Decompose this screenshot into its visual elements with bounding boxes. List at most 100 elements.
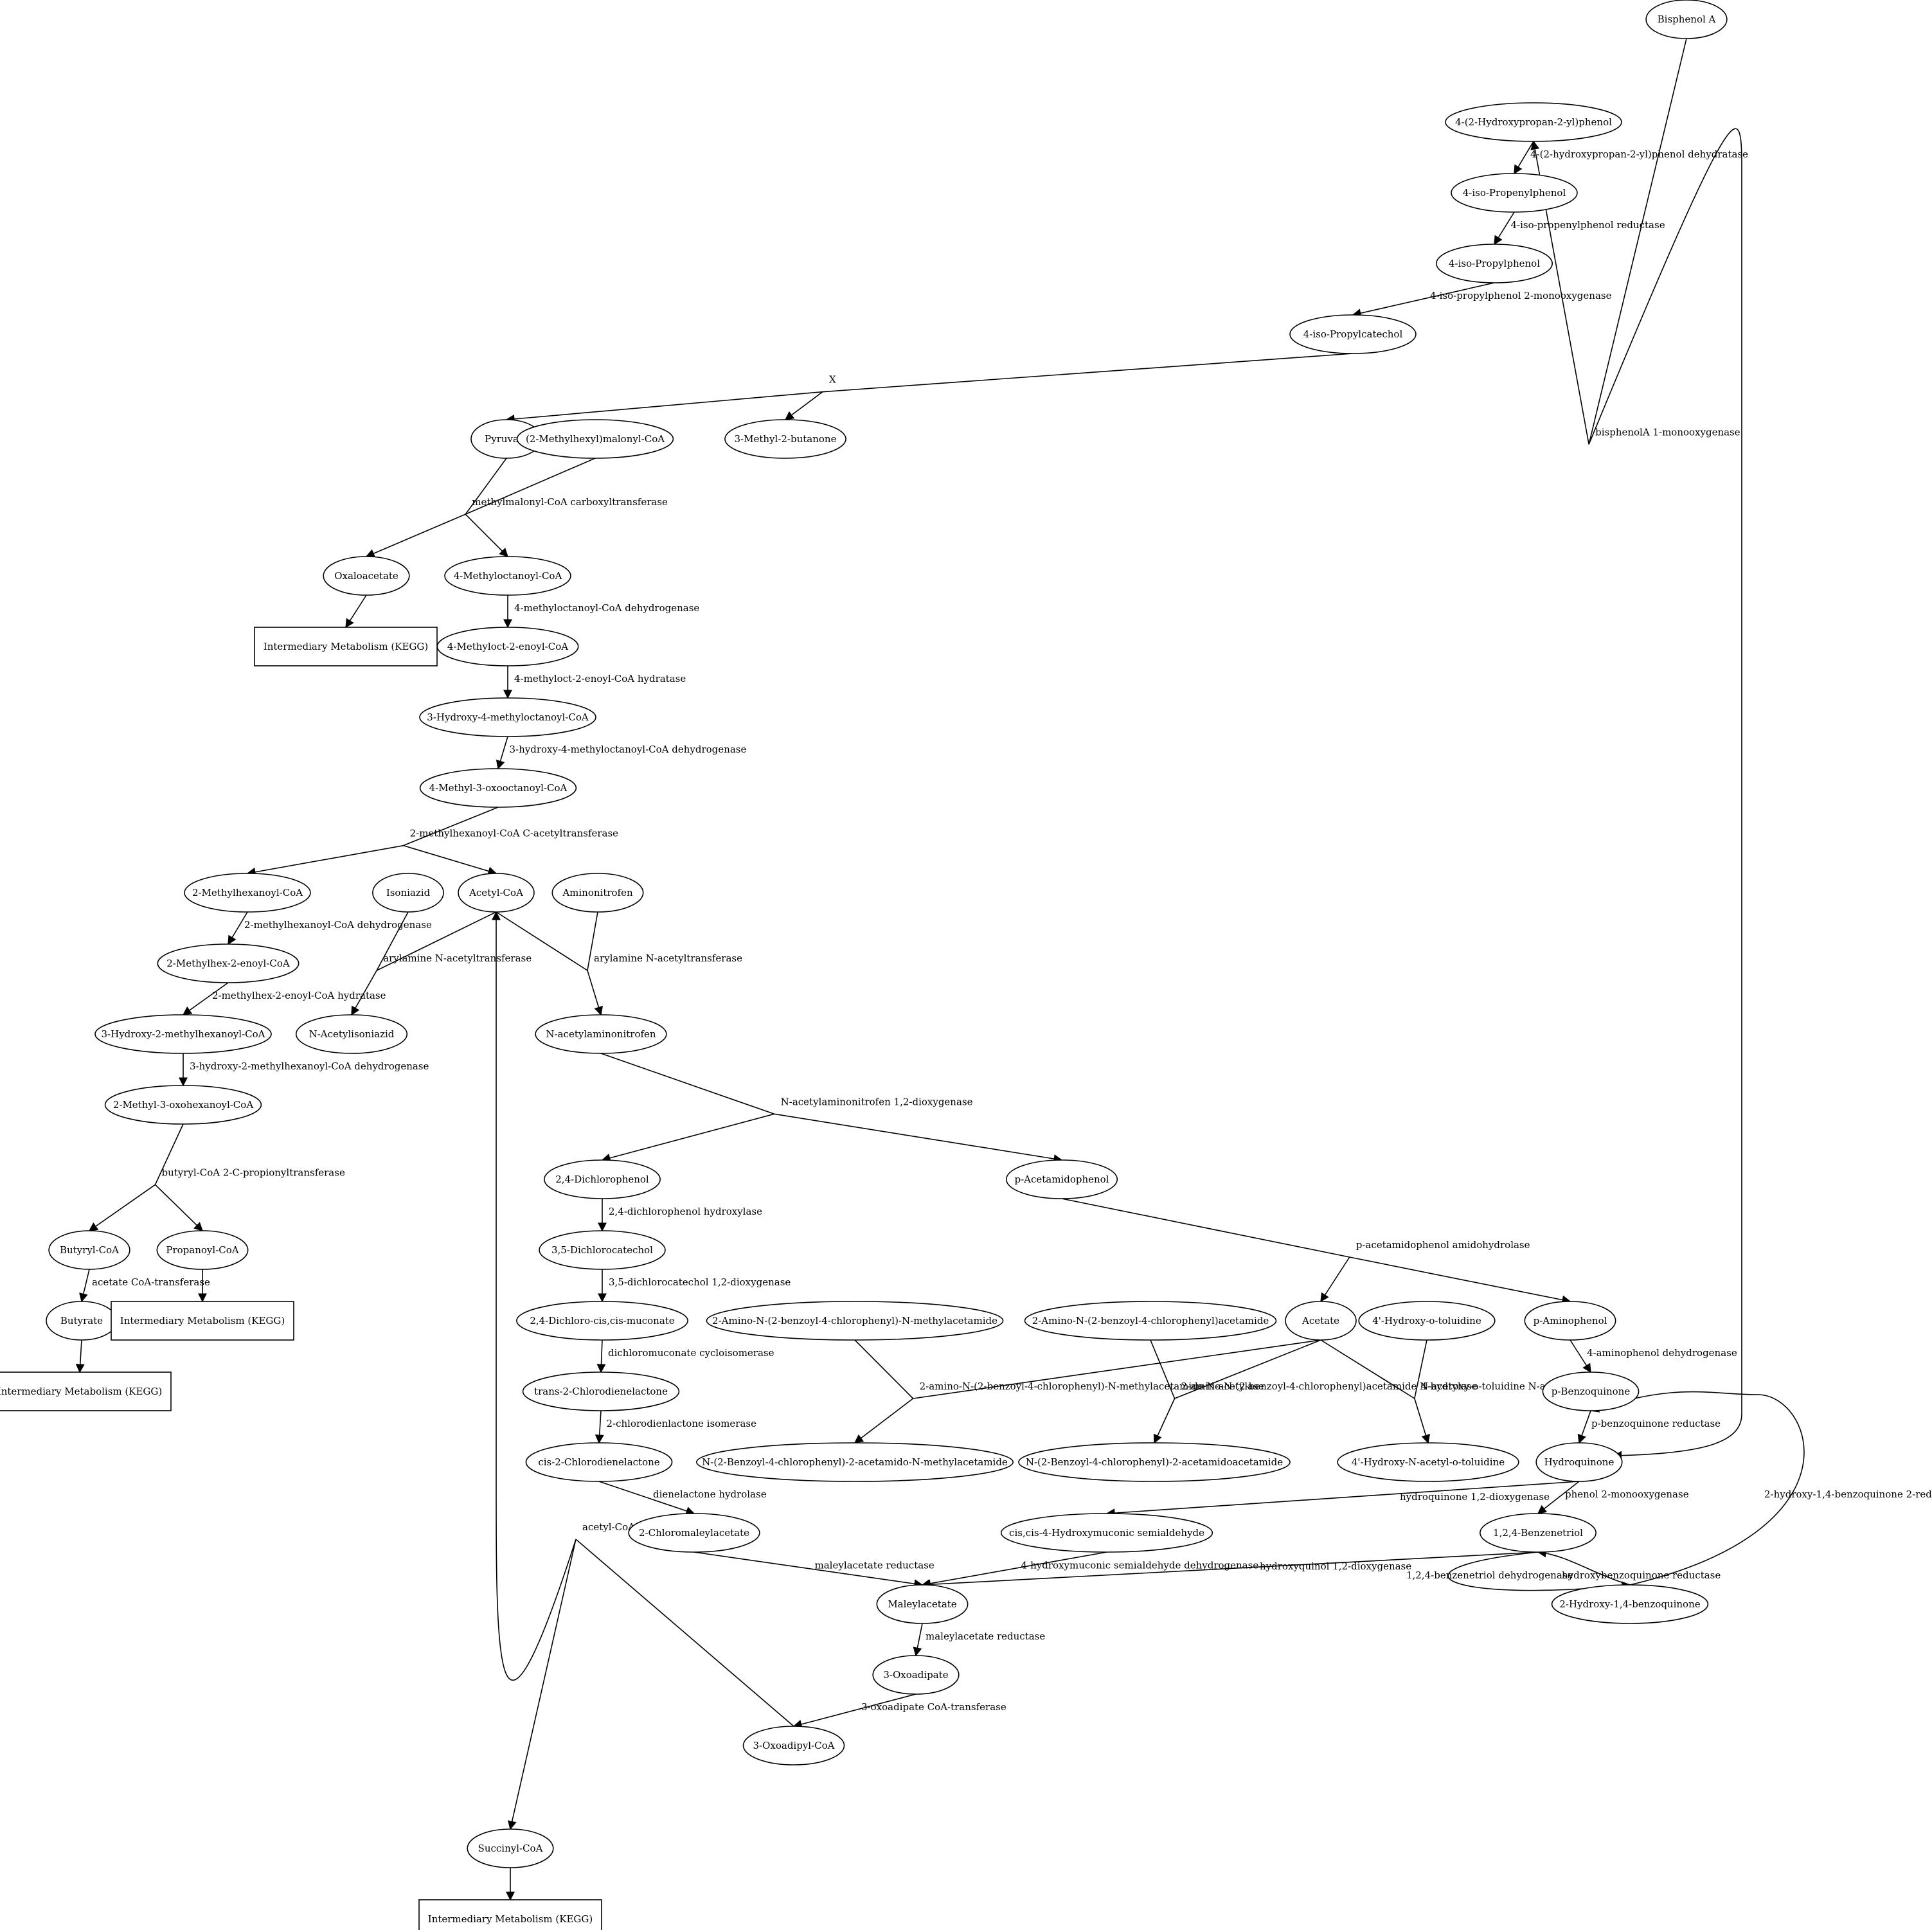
node-label: Hydroquinone [1544,1456,1614,1468]
node-shape [295,1014,408,1054]
node-label: 4-Methyloctanoyl-CoA [454,570,562,582]
node-shape [1337,1442,1519,1482]
node-label: p-Acetamidophenol [1014,1174,1109,1185]
node-label: 1,2,4-Benzenetriol [1493,1527,1583,1539]
edge-line [921,1551,1107,1588]
node-label: 2-Chloromaleylacetate [639,1527,749,1539]
edge-line [496,736,508,770]
edge: 2,4-dichlorophenol hydroxylase [598,1199,762,1232]
edge: 2-methylhexanoyl-CoA C-acetyltransferase [246,807,618,877]
node-label: 4-Methyl-3-oxooctanoyl-CoA [429,782,568,794]
edge: 2-methylhexanoyl-CoA dehydrogenase [228,911,432,945]
node-label: 2-Methylhexanoyl-CoA [192,887,303,898]
node-shape [706,1301,1004,1341]
node-label: p-Aminophenol [1534,1315,1607,1327]
node-label: N-(2-Benzoyl-4-chlorophenyl)-2-acetamido… [702,1456,1008,1468]
edge-line [376,911,409,971]
edge-line [1414,1339,1427,1399]
edge-line [1588,128,1742,1460]
edge-label: acetate CoA-transferase [92,1276,210,1288]
node-label: (2-Methylhexyl)malonyl-CoA [526,433,665,445]
node-mxh: 2-Methyl-3-oxohexanoyl-CoA [104,1085,262,1125]
edge-line [345,594,367,629]
node-shape [1445,102,1622,142]
node-oxa: Oxaloacetate [323,556,410,596]
edge: X [505,353,1354,424]
node-hmh: 3-Hydroxy-2-methylhexanoyl-CoA [94,1014,272,1054]
node-kegg4: Intermediary Metabolism (KEGG) [418,1899,602,1930]
node-tcd: trans-2-Chlorodienelactone [522,1372,680,1411]
node-shape [1018,1442,1291,1482]
node-label: cis,cis-4-Hydroxymuconic semialdehyde [1009,1527,1204,1539]
node-shape [254,627,438,666]
node-nai: N-Acetylisoniazid [295,1014,408,1054]
node-label: 3-Hydroxy-4-methyloctanoyl-CoA [427,711,589,723]
edge-label: 4-iso-propenylphenol reductase [1511,219,1665,231]
node-mhe: 2-Methylhex-2-enoyl-CoA [157,943,300,983]
node-shape [724,419,846,459]
edge [75,1339,85,1373]
edge: 4-hydroxymuconic semialdehyde dehydrogen… [921,1551,1258,1588]
node-pbq: p-Benzoquinone [1542,1372,1640,1411]
node-label: Intermediary Metabolism (KEGG) [428,1913,593,1925]
node-shape [1005,1159,1118,1199]
edge-line [351,970,377,1016]
edge-label: 1,2,4-benzenetriol dehydrogenase [1406,1569,1573,1581]
node-label: Acetyl-CoA [469,887,523,898]
edge-label: 4-methyloctanoyl-CoA dehydrogenase [514,602,699,614]
edge-line [465,458,596,515]
edge: N-acetylaminonitrofen 1,2-dioxygenase [600,1053,1063,1163]
node-pap: p-Acetamidophenol [1005,1159,1118,1199]
edge-line [465,514,508,557]
node-shape [551,873,644,913]
edge-line [693,1551,924,1589]
edge-line [784,391,823,420]
edge-label: dienelactone hydrolase [653,1488,767,1500]
node-shape [516,419,674,459]
edge-line [601,1113,774,1163]
edge-label: arylamine N-acetyltransferase [383,952,532,964]
node-label: 2-Methylhex-2-enoyl-CoA [166,958,290,969]
edge-line [587,911,598,971]
node-label: 3-Oxoadipyl-CoA [753,1740,834,1751]
edge-label: hydroxyquinol 1,2-dioxygenase [1260,1560,1411,1572]
edge-label: hydroxybenzoquinone reductase [1562,1569,1721,1581]
edge-line [587,970,604,1016]
node-label: N-acetylaminonitrofen [546,1028,656,1040]
node-shape [372,873,444,913]
node-hot: 4'-Hydroxy-o-toluidine [1358,1301,1496,1341]
node-ipc: 4-iso-Propylcatechol [1289,314,1417,354]
node-shape [1024,1301,1277,1341]
node-acoa: Acetyl-CoA [458,873,535,913]
edge-line [792,1693,917,1729]
edge: acetate CoA-transferase [79,1269,210,1303]
edge-line [465,458,507,515]
edge-line [1589,1391,1805,1586]
node-label: Intermediary Metabolism (KEGG) [0,1386,162,1397]
edge-line [1349,1256,1571,1305]
edge: arylamine N-acetyltransferase [351,911,532,1016]
edge-line [365,514,466,558]
edge-line [492,911,577,1681]
edge-line [1537,1548,1631,1586]
node-suc: Succinyl-CoA [467,1828,554,1868]
edge: 3-hydroxy-4-methyloctanoyl-CoA dehydroge… [496,736,746,770]
node-label: Oxaloacetate [334,570,398,582]
node-iprp: 4-iso-Propylphenol [1436,244,1553,283]
node-label: 2,4-Dichlorophenol [555,1174,649,1185]
edge: arylamine N-acetyltransferase [496,911,742,1016]
node-bty: Butyrate [46,1301,118,1341]
edge: 2-amino-N-(2-benzoyl-4-chlorophenyl)acet… [1150,1339,1477,1444]
edge-line [154,1184,204,1231]
edge-line [1494,211,1515,246]
node-mal: Maleylacetate [876,1584,969,1624]
node-shape [323,556,410,596]
edge-label: 4-iso-propylphenol 2-monooxygenase [1430,290,1612,301]
edge: methylmalonyl-CoA carboxyltransferase [365,458,668,558]
edge-line [154,1123,184,1185]
edge-line [1514,141,1534,175]
node-shape [1551,1584,1709,1624]
node-shape [1436,244,1553,283]
edge-label: p-acetamidophenol amidohydrolase [1356,1239,1530,1251]
